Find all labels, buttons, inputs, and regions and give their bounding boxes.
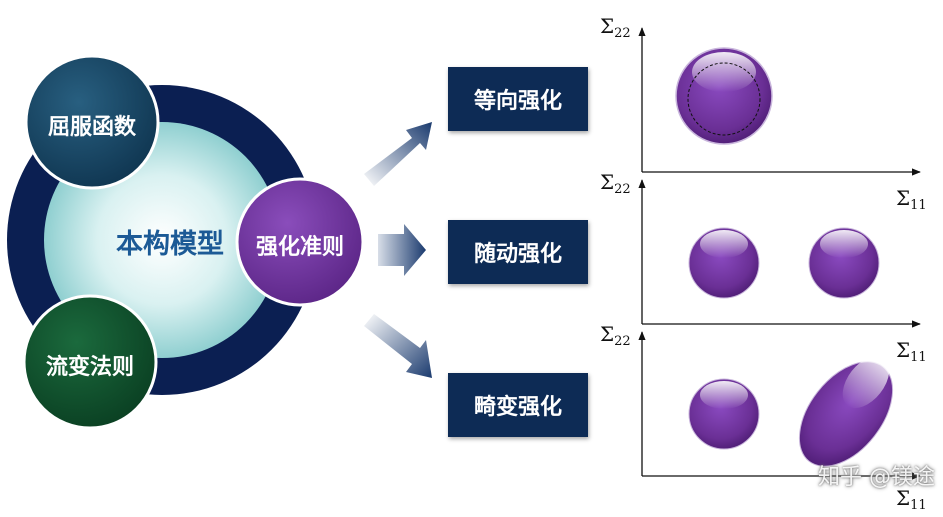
plot2-y-label: Σ22 [600, 170, 631, 197]
hardening-rule-label: 强化准则 [255, 235, 344, 260]
flow-rule-node [22, 294, 158, 430]
plot3-y-label: Σ22 [600, 322, 631, 349]
arrows [364, 122, 432, 378]
arrow-to-isotropic [364, 122, 432, 186]
yield-surface-plots [638, 27, 921, 480]
plot2-translated-shine [820, 230, 868, 258]
yield-function-label: 屈服函数 [47, 115, 136, 140]
plot1-x-label: Σ11 [896, 186, 927, 213]
watermark: 知乎 @镁途 [818, 465, 935, 490]
plot-isotropic [638, 27, 921, 176]
kinematic-hardening-box: 随动强化 [448, 220, 588, 284]
isotropic-hardening-box: 等向强化 [448, 67, 588, 131]
plot3-distorted-shine [842, 355, 890, 409]
plot1-shine [692, 52, 756, 92]
plot3-x-label: Σ11 [896, 486, 927, 513]
flow-rule-label: 流变法则 [45, 355, 134, 380]
plot2-initial-shine [700, 230, 748, 258]
plot-distortional [638, 331, 921, 480]
distortional-hardening-box: 畸变强化 [448, 373, 588, 437]
hardening-rule-node [235, 177, 365, 307]
arrow-to-distortional [364, 314, 432, 378]
plot3-initial-shine [700, 381, 748, 409]
plot2-x-label: Σ11 [896, 338, 927, 365]
plot-kinematic [638, 179, 921, 328]
plot1-initial-surface [687, 62, 761, 136]
center-label: 本构模型 [116, 229, 224, 260]
yield-function-node [24, 54, 160, 190]
model-diagram [7, 54, 365, 430]
plot1-y-label: Σ22 [600, 14, 631, 41]
arrow-to-kinematic [378, 224, 426, 276]
